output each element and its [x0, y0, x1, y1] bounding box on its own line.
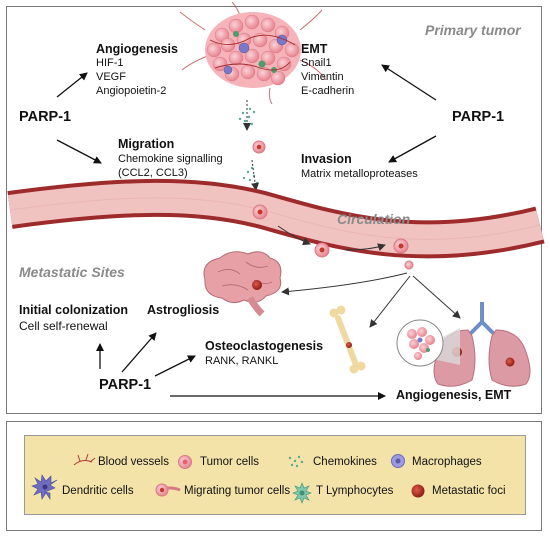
chemokine-stream-2 — [242, 166, 259, 185]
tumor-cell-icon — [178, 455, 192, 469]
legend-label-chemokines: Chemokines — [313, 456, 377, 468]
osteoclastogenesis-title: Osteoclastogenesis — [205, 339, 324, 353]
parp1-left-label: PARP-1 — [19, 109, 72, 125]
chemokines-icon — [288, 455, 304, 468]
osteoclastogenesis-item: RANK, RANKL — [205, 355, 279, 367]
invasion-title: Invasion — [301, 152, 352, 166]
legend-label-tumor-cells: Tumor cells — [200, 456, 259, 468]
dendritic-cell-icon — [31, 474, 58, 500]
legend-label-blood-vessels: Blood vessels — [98, 456, 169, 468]
t-lymphocyte-icon — [292, 482, 312, 504]
angiogenesis-emt-label: Angiogenesis, EMT — [396, 388, 512, 402]
migration-title: Migration — [118, 137, 175, 151]
blood-vessel — [7, 178, 545, 259]
legend-label-migrating-tumor-cells: Migrating tumor cells — [184, 485, 291, 497]
legend-label-metastatic-foci: Metastatic foci — [432, 485, 506, 497]
angiogenesis-item: Angiopoietin-2 — [96, 85, 167, 97]
migration-item: Chemokine signalling — [118, 153, 223, 165]
legend-label-dendritic-cells: Dendritic cells — [62, 485, 134, 497]
initial-colonization-item: Cell self-renewal — [19, 319, 108, 333]
diagram-frame — [6, 6, 542, 414]
bone-illustration — [329, 305, 366, 374]
angiogenesis-item: VEGF — [96, 71, 126, 83]
primary-tumor — [179, 1, 327, 105]
angiogenesis-item: HIF-1 — [96, 57, 124, 69]
macrophage-icon — [391, 454, 405, 468]
emt-item: E-cadherin — [301, 85, 355, 97]
emt-item: Vimentin — [301, 71, 344, 83]
invasion-item: Matrix metalloproteases — [301, 168, 418, 180]
blood-vessels-icon — [73, 453, 96, 466]
legend-label-macrophages: Macrophages — [412, 456, 482, 468]
legend-box — [24, 435, 526, 515]
metastasis-zoom-inset — [396, 319, 460, 367]
initial-colonization-title: Initial colonization — [19, 303, 129, 317]
migration-item: (CCL2, CCL3) — [118, 167, 188, 179]
angiogenesis-title: Angiogenesis — [96, 42, 178, 56]
parp1-bottom-label: PARP-1 — [99, 377, 152, 393]
brain-illustration — [203, 251, 282, 317]
emt-item: Snail1 — [301, 57, 332, 69]
astrogliosis-label: Astrogliosis — [147, 303, 220, 317]
legend-frame — [6, 421, 542, 531]
emt-title: EMT — [301, 42, 328, 56]
circulating-cells — [252, 204, 414, 270]
metastatic-foci-icon — [411, 484, 425, 498]
migrating-cell-1 — [252, 140, 266, 154]
circulation-label: Circulation — [337, 211, 411, 227]
migrating-tumor-cell-icon — [155, 483, 181, 497]
primary-tumor-label: Primary tumor — [425, 22, 521, 38]
parp1-right-label: PARP-1 — [452, 109, 505, 125]
legend-label-t-lymphocytes: T Lymphocytes — [316, 485, 394, 497]
metastatic-sites-label: Metastatic Sites — [19, 264, 125, 280]
